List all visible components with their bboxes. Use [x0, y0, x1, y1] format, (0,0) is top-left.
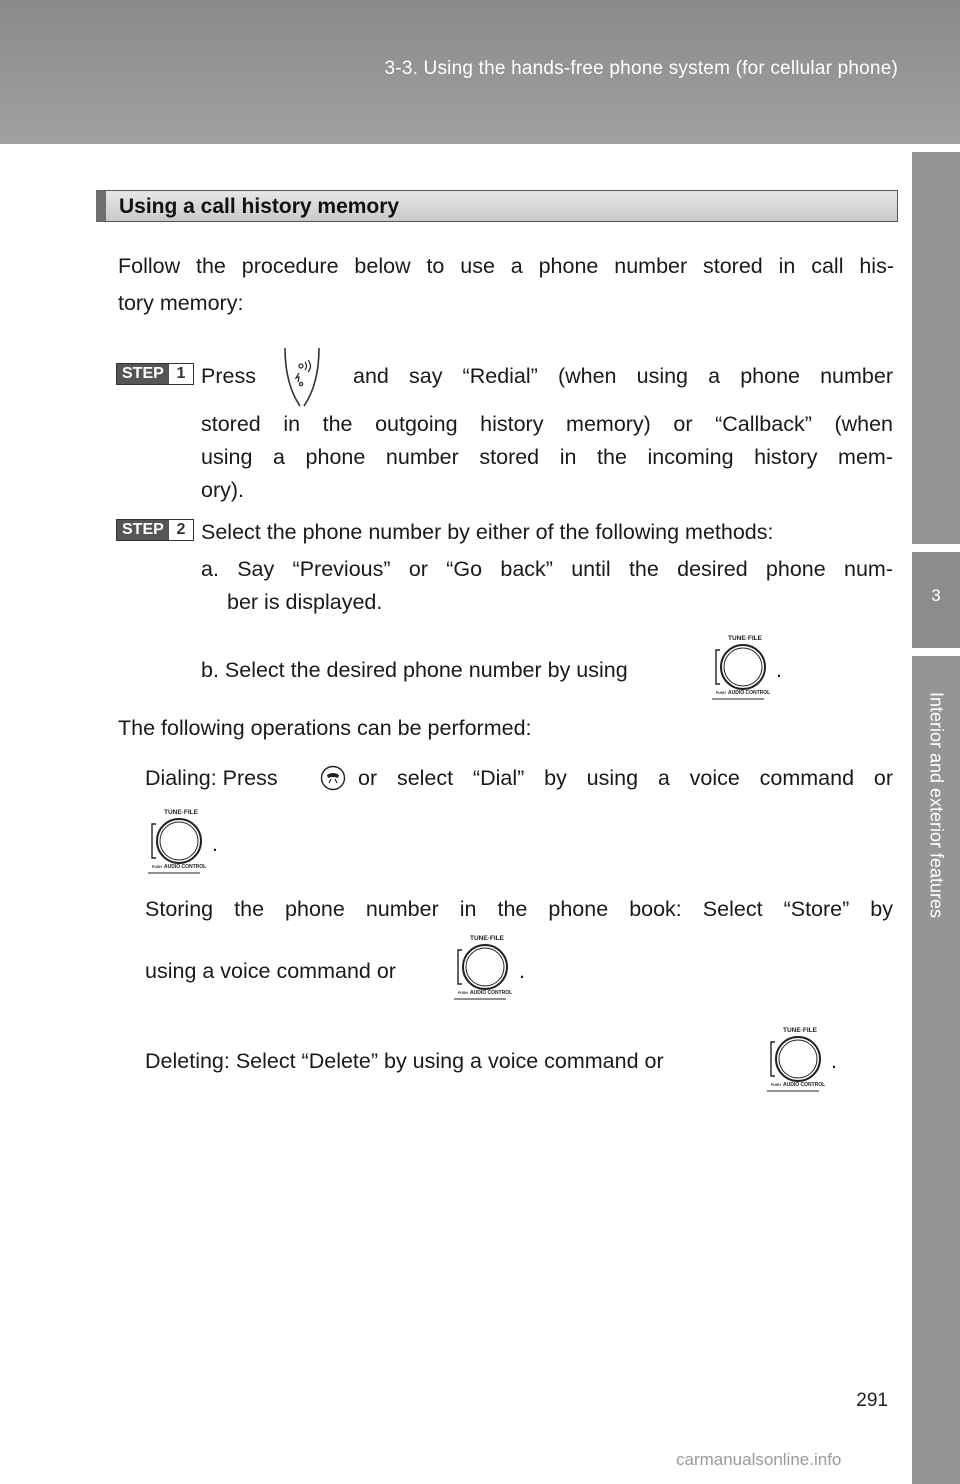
tune-file-knob-icon: TUNE·FILE PUSH AUDIO CONTROL [148, 809, 206, 874]
intro-line-1: Follow the procedure below to use a phon… [118, 254, 894, 278]
deleting-line: Deleting: Select “Delete” by using a voi… [145, 1049, 664, 1073]
step-2-line-1: Select the phone number by either of the… [201, 520, 774, 544]
tune-file-knob-icon: TUNE·FILE PUSH AUDIO CONTROL [454, 935, 512, 1000]
step-2-sub-a-line-1: a. Say “Previous” or “Go back” until the… [201, 557, 893, 581]
side-tab-lower [912, 656, 960, 1484]
step-2-badge-number: 2 [176, 521, 186, 538]
knob-push-label: PUSH [771, 1083, 781, 1087]
talk-switch-icon [284, 347, 320, 407]
step-1-press-text: Press [201, 364, 256, 388]
step-2-sub-b: b. Select the desired phone number by us… [201, 658, 628, 682]
knob-top-label: TUNE·FILE [164, 809, 199, 816]
chapter-label: Interior and exterior features [926, 691, 947, 919]
phone-off-hook-icon [320, 765, 346, 791]
knob-push-label: PUSH [458, 991, 468, 995]
chapter-label-container: Interior and exterior features [912, 660, 960, 950]
dialing-line-1: or select “Dial” by using a voice comman… [358, 766, 893, 790]
side-tab-upper [912, 152, 960, 544]
dialing-end: . [212, 832, 218, 856]
knob-bottom-label: AUDIO CONTROL [470, 990, 512, 996]
storing-line-2: using a voice command or [145, 959, 396, 983]
section-heading-text: Using a call history memory [119, 195, 400, 218]
chapter-number: 3 [931, 586, 941, 605]
step-1-badge: STEP 1 [116, 363, 194, 385]
dialing-press-text: Dialing: Press [145, 766, 278, 790]
step-1-line-1: and say “Redial” (when using a phone num… [353, 364, 893, 388]
knob-bottom-label: AUDIO CONTROL [783, 1082, 825, 1088]
step-1-line-3: using a phone number stored in the incom… [201, 445, 893, 469]
section-heading: Using a call history memory [96, 190, 898, 222]
step-2-badge: STEP 2 [116, 519, 194, 541]
step-1-line-4: ory). [201, 478, 244, 502]
operations-intro: The following operations can be performe… [118, 716, 532, 740]
step-2-badge-label: STEP [117, 520, 169, 540]
storing-line-1: Storing the phone number in the phone bo… [145, 897, 893, 921]
tune-file-knob-icon: TUNE·FILE PUSH AUDIO CONTROL [767, 1027, 825, 1092]
page-number: 291 [856, 1390, 888, 1411]
side-tab-chapter-number: 3 [912, 552, 960, 648]
tune-file-knob-icon: TUNE·FILE PUSH AUDIO CONTROL [712, 635, 770, 700]
knob-push-label: PUSH [152, 865, 162, 869]
knob-top-label: TUNE·FILE [783, 1027, 818, 1034]
knob-bottom-label: AUDIO CONTROL [164, 864, 206, 870]
step-1-badge-number: 1 [176, 365, 186, 382]
knob-top-label: TUNE·FILE [728, 635, 763, 642]
step-2-sub-a-line-2: ber is displayed. [227, 590, 383, 614]
knob-top-label: TUNE·FILE [470, 935, 505, 942]
step-1-line-2: stored in the outgoing history memory) o… [201, 412, 893, 436]
deleting-end: . [831, 1049, 837, 1073]
watermark: carmanualsonline.info [676, 1450, 842, 1469]
step-1-badge-label: STEP [117, 364, 169, 384]
page-header: 3-3. Using the hands-free phone system (… [0, 0, 960, 144]
header-title: 3-3. Using the hands-free phone system (… [384, 58, 898, 79]
storing-end: . [519, 959, 525, 983]
knob-push-label: PUSH [716, 691, 726, 695]
intro-line-2: tory memory: [118, 291, 244, 315]
step-2-sub-b-end: . [776, 658, 782, 682]
knob-bottom-label: AUDIO CONTROL [728, 690, 770, 696]
